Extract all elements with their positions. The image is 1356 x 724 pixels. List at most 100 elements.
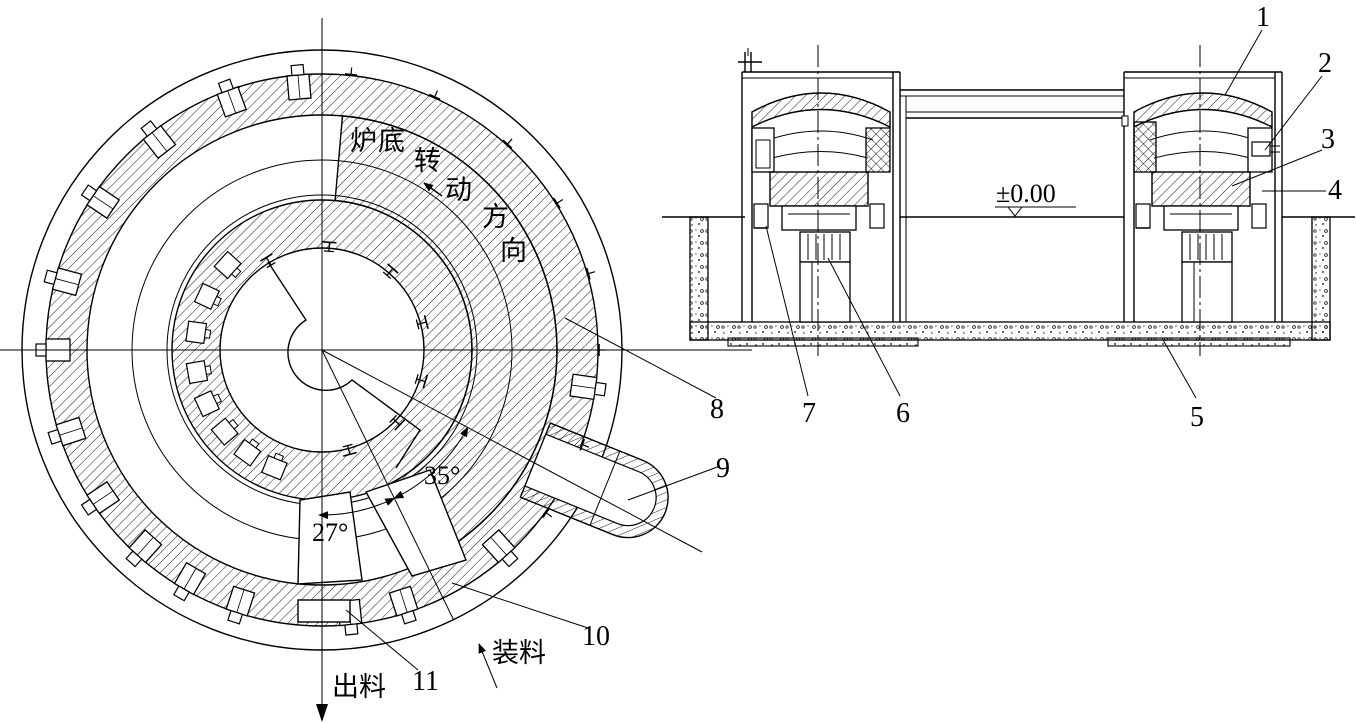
inner-wall-block [193,390,222,418]
angle-arc-27 [318,497,396,520]
burner-nozzle [593,381,607,397]
roof-bracket [1121,115,1129,127]
inner-wall-block [185,320,212,345]
inner-block-tip [204,329,212,339]
support-column [799,261,851,323]
chamber-arc [767,130,874,141]
burner-nozzle [125,550,143,568]
burner-axis [227,90,237,114]
hearth-trolley [1163,205,1239,231]
inner-beam-mark [322,240,337,253]
support-column [1181,261,1233,323]
burner [172,561,207,602]
burner-axis [236,589,245,613]
inner-block-tip [248,438,260,449]
beam-flange [266,262,276,269]
part-number-2: 2 [1318,48,1332,79]
pit-bottom-slab [689,321,1331,341]
foundation-step-right [1107,337,1291,347]
outer-beam-marks [344,67,606,519]
leader-2 [1264,75,1323,151]
flue-duct [519,422,669,539]
elevation-label: ±0.00 [996,179,1056,208]
burner [388,585,419,625]
burner [286,63,312,101]
burner [225,585,256,625]
beam-flange [553,197,561,209]
inner-block-tip [204,365,212,376]
shell-beam-mark [428,90,441,101]
plan-view: 炉底转动方向 出料 装料 35° 27° [0,18,752,722]
roof [751,92,891,129]
furnace-sections [741,45,1283,356]
part-number-7: 7 [802,398,816,429]
side-wall-block [865,127,891,173]
inner-beam-marks [259,240,429,457]
sand-seal [1135,203,1151,229]
shell-beam-mark [344,67,358,76]
beam-web [556,198,564,204]
central-cutaway-outline [267,261,421,469]
rotation-label-char: 转 [414,146,441,177]
beam-web [392,418,401,426]
leader-5 [1161,337,1197,399]
leader-8 [564,317,717,399]
beam-flange [382,271,392,280]
hearth-trolley [781,205,857,231]
beam-web [386,268,394,276]
beam-web [545,512,553,518]
burner-nozzle [47,428,63,445]
furnace-section-right [1121,45,1283,356]
part-number-11: 11 [412,666,439,697]
leader-9 [627,465,721,501]
charge-arrow [478,643,498,689]
burner-axis [490,537,507,556]
flue-duct-joint [589,450,621,526]
burner [43,267,83,297]
inner-wall-block [213,250,242,280]
burner-section [1251,141,1271,157]
angle-label-27: 27° [312,518,348,547]
beam-web [582,444,590,448]
leaders [345,29,1326,671]
inner-wall-block [233,438,262,467]
inner-wall-block [261,452,288,481]
shell-beam-mark [541,507,553,519]
inner-block-body [185,320,208,345]
beam-flange [414,373,419,384]
beam-web [265,257,272,266]
rotation-arrow [423,182,443,197]
burner-axis [399,589,408,613]
inner-beam-mark [415,315,429,330]
beam-web [416,378,426,383]
part-number-6: 6 [896,398,910,429]
burner-axis [92,195,114,210]
sand-seal [1251,203,1267,229]
part-number-10: 10 [582,621,610,652]
burner [481,528,519,568]
rotation-label-char: 炉 [350,126,377,157]
rotation-label-char: 动 [445,175,472,206]
shell-beam-mark [585,267,596,280]
chamber-arc [1149,130,1256,141]
part-number-8: 8 [710,394,724,425]
part-number-5: 5 [1190,402,1204,433]
beam-web [417,321,427,326]
beam-web [346,445,351,455]
beam-flange [323,250,334,253]
beam-flange [389,414,398,423]
side-wall-block [1133,121,1157,173]
beam-flange [585,267,591,280]
beam-web [350,67,353,75]
elevation-triangle [1006,206,1024,217]
burner-axis [137,537,154,556]
burner [80,480,121,516]
inner-beam-mark [259,253,276,269]
beam-web [506,138,513,145]
charge-label: 装料 [492,638,546,669]
burner-nozzle [290,63,305,77]
burner [569,373,607,401]
leader-10 [451,582,589,629]
beam-flange [428,93,441,101]
